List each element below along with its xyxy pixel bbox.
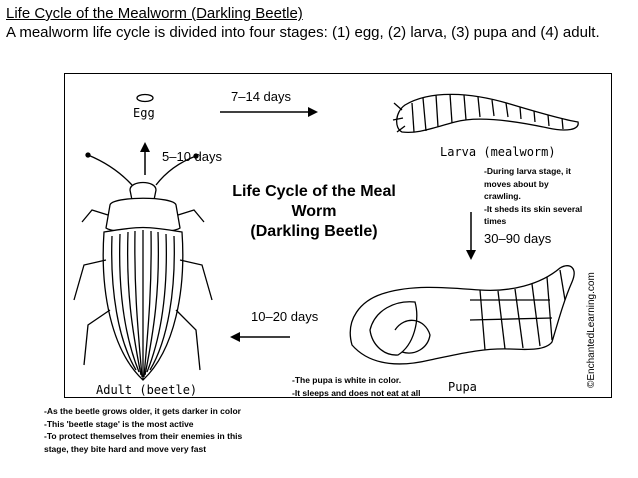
diagram-center-title: Life Cycle of the Meal Worm (Darkling Be… [214,182,414,242]
credit-text: ©EnchantedLearning.com [586,272,597,388]
note-line: -It sheds its skin several [484,203,583,214]
note-line: -To protect themselves from their enemie… [44,431,243,441]
note-line: -During larva stage, it [484,166,571,176]
diagram-frame [64,73,612,398]
page-subtitle: A mealworm life cycle is divided into fo… [6,24,600,41]
duration-larva-to-pupa: 30–90 days [484,231,552,246]
note-line: -As the beetle grows older, it gets dark… [44,406,241,416]
arrow-larva-to-pupa [466,212,476,260]
larva-drawing [392,93,579,134]
arrow-egg-to-larva [220,107,318,117]
egg-label: Egg [133,106,155,120]
note-line: -The pupa is white in color. [292,375,402,385]
note-line: stage, they bite hard and move very fast [44,443,207,454]
larva-label: Larva (mealworm) [440,145,556,159]
pupa-notes: -The pupa is white in color. -It sleeps … [292,374,442,399]
pupa-drawing [349,265,575,365]
duration-adult-to-egg: 5–10 days [162,149,222,164]
arrow-pupa-to-adult [230,332,290,342]
duration-egg-to-larva: 7–14 days [231,89,291,104]
note-line: -This 'beetle stage' is the most active [44,418,194,429]
adult-beetle-drawing [73,152,213,381]
note-line: times [484,216,507,226]
adult-notes: -As the beetle grows older, it gets dark… [44,405,284,455]
page-title: Life Cycle of the Mealworm (Darkling Bee… [6,5,303,22]
duration-pupa-to-adult: 10–20 days [251,309,319,324]
center-title-line: (Darkling Beetle) [250,223,378,240]
egg-drawing [136,93,154,103]
note-line: moves about by [484,178,549,189]
center-title-line: Life Cycle of the Meal [232,183,396,200]
note-line: -It sleeps and does not eat at all [292,387,421,398]
arrow-adult-to-egg [140,142,150,175]
adult-label: Adult (beetle) [96,383,198,397]
larva-notes: -During larva stage, it moves about by c… [484,165,609,228]
center-title-line: Worm [291,203,337,220]
pupa-label: Pupa [448,380,477,394]
note-line: crawling. [484,191,521,201]
